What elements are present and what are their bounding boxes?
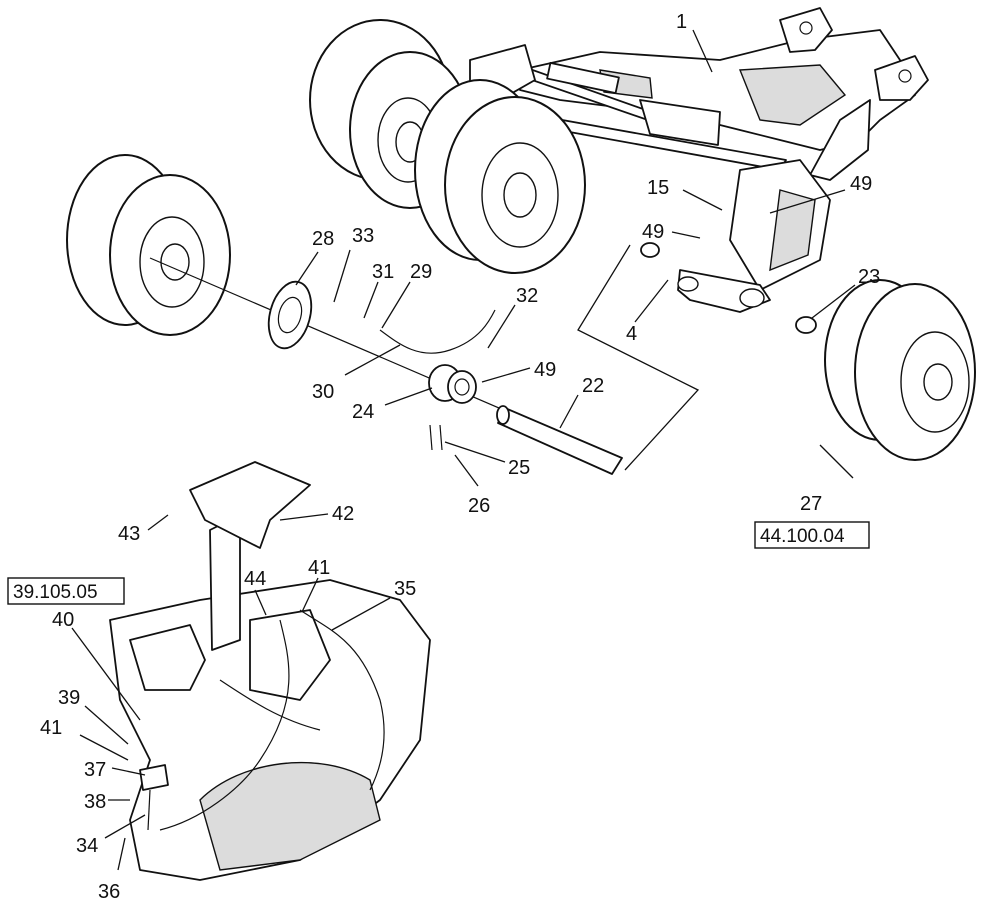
callout-29: 29 — [410, 261, 432, 283]
pins-25-26 — [429, 424, 443, 451]
reference-box-left[interactable]: 39.105.05 — [7, 577, 125, 605]
callout-36: 36 — [98, 881, 120, 903]
callout-49a: 49 — [850, 173, 872, 195]
callout-25: 25 — [508, 457, 530, 479]
callout-26: 26 — [468, 495, 490, 517]
callout-22: 22 — [582, 375, 604, 397]
callout-49c: 49 — [534, 359, 556, 381]
sensor-bracket-37 — [139, 764, 169, 831]
bogie-arm-15 — [677, 159, 831, 313]
callout-15: 15 — [647, 177, 669, 199]
sprocket-28 — [267, 280, 313, 350]
callout-32: 32 — [516, 285, 538, 307]
bushing-49-left — [640, 242, 660, 258]
callout-1: 1 — [676, 11, 687, 33]
wheel-rear-left-top — [309, 19, 471, 209]
bushing-23 — [795, 316, 817, 334]
callout-35: 35 — [394, 578, 416, 600]
callout-41a: 41 — [308, 557, 330, 579]
callout-41b: 41 — [40, 717, 62, 739]
pivot-housing-24 — [428, 364, 477, 404]
reference-label-left: 39.105.05 — [13, 582, 98, 603]
callout-4: 4 — [626, 323, 637, 345]
wheel-right-27 — [824, 279, 976, 461]
callout-34: 34 — [76, 835, 98, 857]
callout-44: 44 — [244, 568, 266, 590]
callout-37: 37 — [84, 759, 106, 781]
harness-29 — [379, 309, 496, 354]
group-bracket-4 — [577, 244, 700, 471]
plate-42 — [189, 461, 311, 549]
fender-assembly — [109, 514, 431, 881]
callout-42: 42 — [332, 503, 354, 525]
callout-38: 38 — [84, 791, 106, 813]
tube-22 — [496, 405, 623, 475]
callout-43: 43 — [118, 523, 140, 545]
callout-27: 27 — [800, 493, 822, 515]
reference-label-right: 44.100.04 — [760, 526, 845, 547]
callout-33: 33 — [352, 225, 374, 247]
callout-31: 31 — [372, 261, 394, 283]
callout-40: 40 — [52, 609, 74, 631]
leader-lines — [71, 29, 856, 871]
callout-28: 28 — [312, 228, 334, 250]
callout-39: 39 — [58, 687, 80, 709]
wheel-left — [66, 154, 231, 336]
callout-49b: 49 — [642, 221, 664, 243]
reference-box-right[interactable]: 44.100.04 — [754, 521, 870, 549]
callout-30: 30 — [312, 381, 334, 403]
callout-24: 24 — [352, 401, 374, 423]
main-frame-assembly — [419, 7, 929, 181]
wheel-center-front — [414, 79, 586, 274]
callout-23: 23 — [858, 266, 880, 288]
